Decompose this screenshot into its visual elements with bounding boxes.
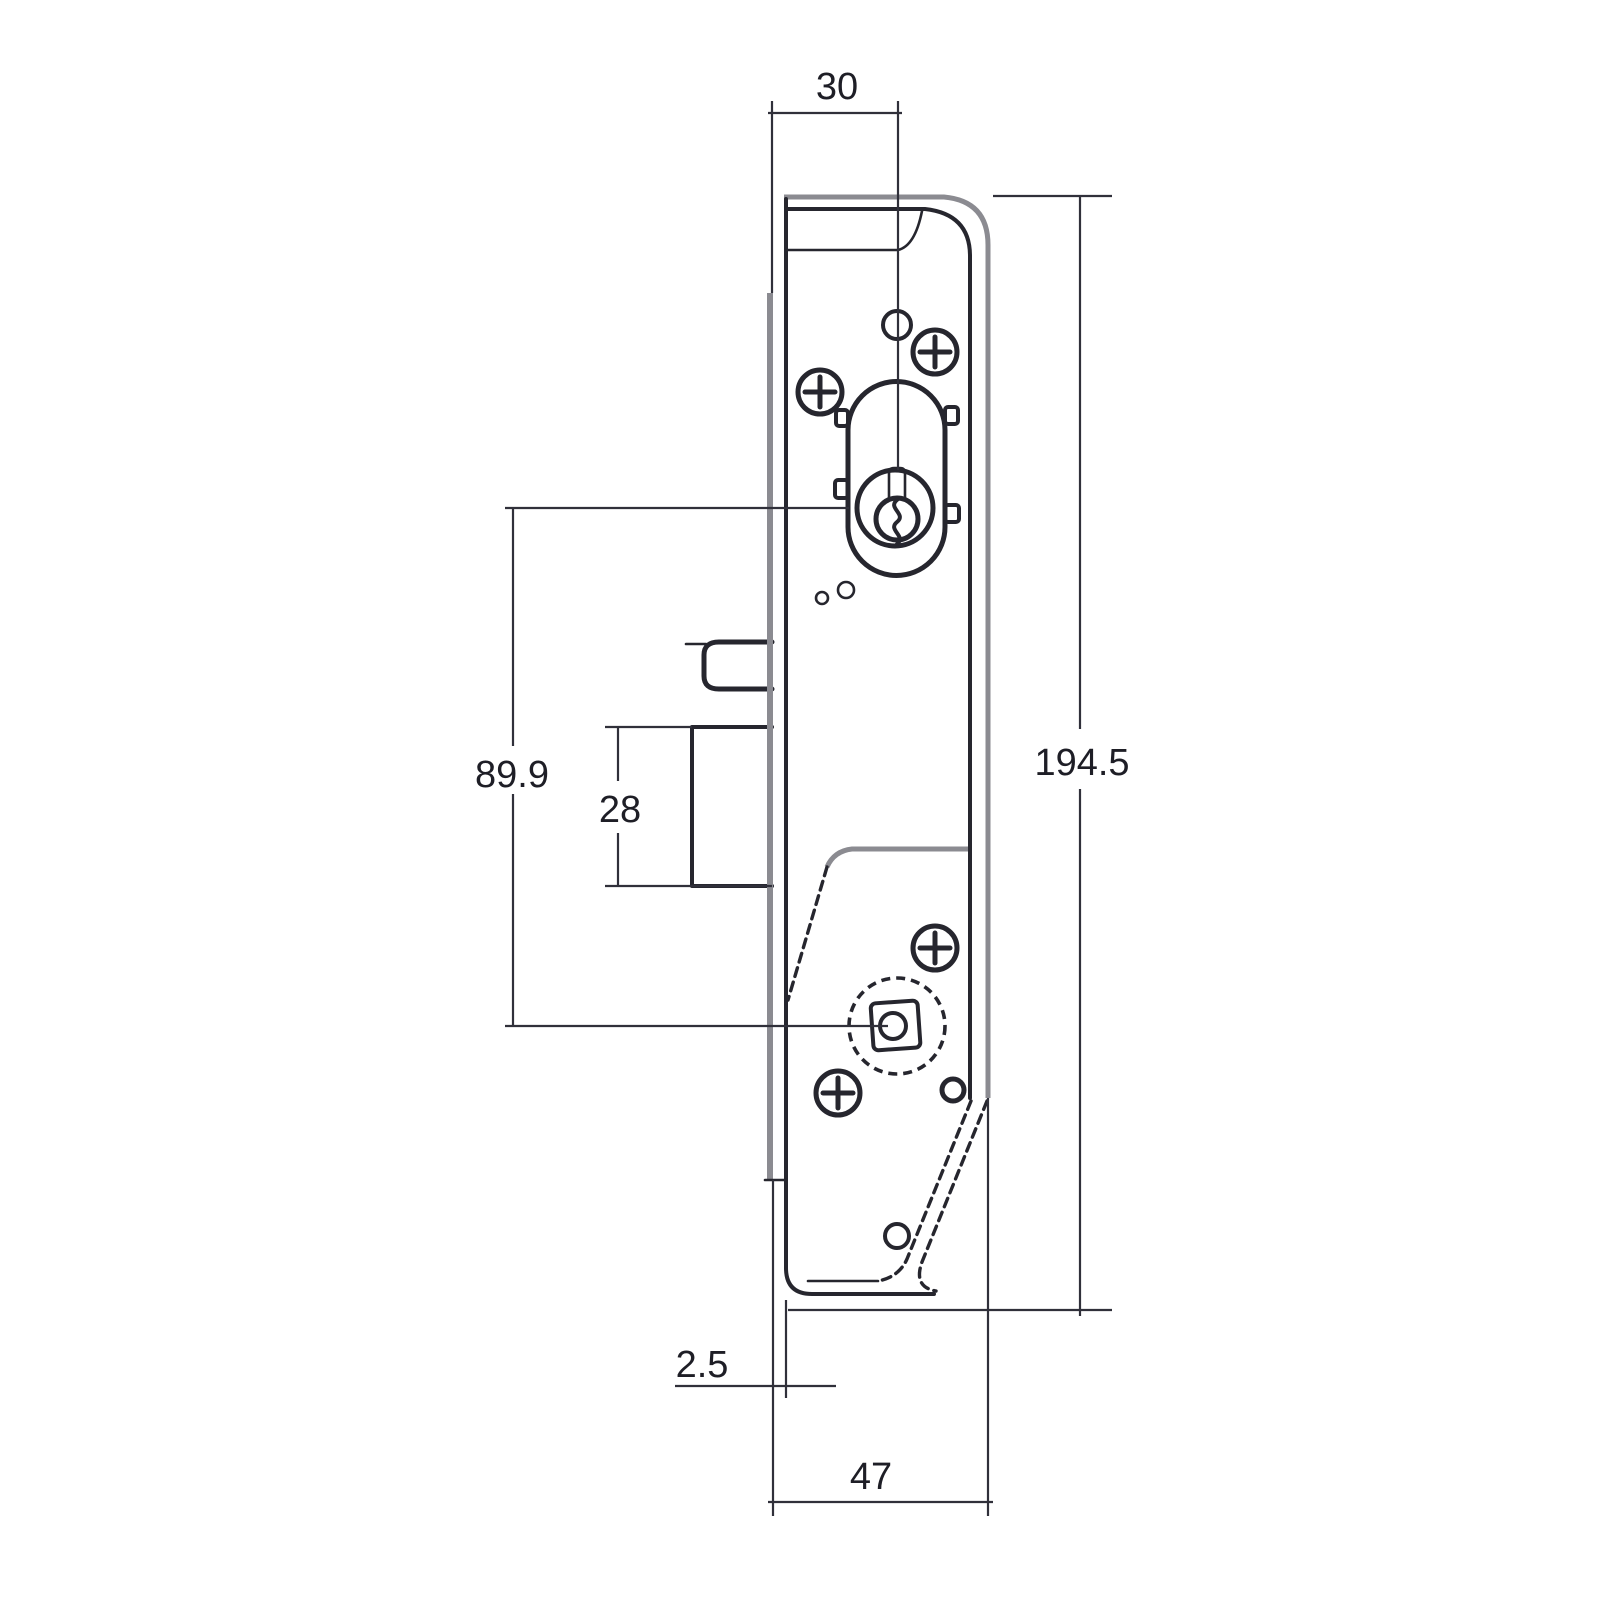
dimension-case-depth: 47 <box>768 1098 993 1516</box>
case-inner-edge <box>785 207 972 1100</box>
faceplate <box>763 293 788 1182</box>
phillips-screw-upper-left <box>795 367 845 417</box>
dim-label-case-depth: 47 <box>850 1456 892 1498</box>
case-outer-edge <box>784 194 991 1098</box>
screw-head <box>910 923 960 973</box>
screw-head <box>813 1068 863 1118</box>
cylinder-key <box>873 466 921 546</box>
deadbolt <box>690 725 774 888</box>
euro-cylinder <box>833 379 961 578</box>
chamfer-inner-edge <box>876 1099 973 1283</box>
phillips-screw-upper-right <box>910 327 960 377</box>
screw-head <box>795 367 845 417</box>
dimension-case-height: 194.5 <box>788 194 1130 1316</box>
cylinder-lug <box>943 405 960 426</box>
cylinder-lug <box>834 408 850 428</box>
chamfer-outer-edge <box>917 1099 989 1293</box>
small-pin-hole <box>836 580 856 600</box>
mid-plate-diagonal <box>786 865 829 1002</box>
deadbolt-outline <box>690 725 774 888</box>
internal-plate-edges <box>785 209 989 1293</box>
latch-bolt-outline <box>701 639 775 692</box>
cylinder-lug <box>833 478 850 500</box>
mid-plate-edge <box>824 846 970 869</box>
dim-label-faceplate-thickness: 2.5 <box>676 1344 729 1386</box>
small-pin-hole <box>814 590 830 606</box>
dimension-faceplate-thickness: 2.5 <box>675 1300 836 1398</box>
top-notch-edge <box>785 209 924 252</box>
dim-label-case-height: 194.5 <box>1034 742 1129 784</box>
dim-label-deadbolt: 28 <box>599 789 641 831</box>
side-hole <box>939 1076 967 1104</box>
bottom-hole <box>883 1222 911 1250</box>
cylinder-lug <box>943 503 961 524</box>
dimension-centers: 89.9 <box>475 506 888 1028</box>
dimension-deadbolt: 28 <box>599 725 772 888</box>
cylinder-plug <box>854 467 936 549</box>
cylinder-housing-outline <box>845 379 948 578</box>
dim-label-backset: 30 <box>816 66 858 108</box>
key-bow-cut <box>892 498 902 546</box>
spindle-square-hole <box>868 998 923 1053</box>
phillips-screw-lower-left <box>813 1068 863 1118</box>
dimension-backset: 30 <box>768 66 902 470</box>
phillips-screw-lower-right <box>910 923 960 973</box>
dim-label-centers: 89.9 <box>475 754 549 796</box>
case-front-and-bottom-edge <box>784 197 936 1296</box>
lock-case-outline <box>784 194 991 1296</box>
screw-head <box>910 327 960 377</box>
latch-bolt <box>684 639 775 692</box>
